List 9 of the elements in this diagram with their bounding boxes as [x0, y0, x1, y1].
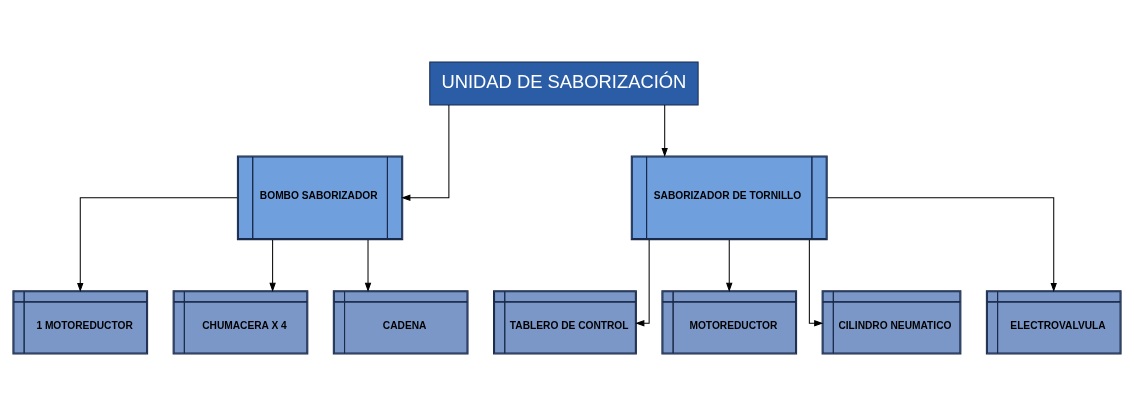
arrow	[269, 238, 276, 292]
arrow	[726, 238, 733, 292]
arrow	[808, 238, 824, 327]
arrow	[401, 104, 450, 201]
arrow	[826, 196, 1057, 292]
arrow	[661, 104, 668, 157]
arrow	[635, 238, 650, 327]
arrow	[364, 238, 372, 292]
arrow	[77, 196, 238, 292]
